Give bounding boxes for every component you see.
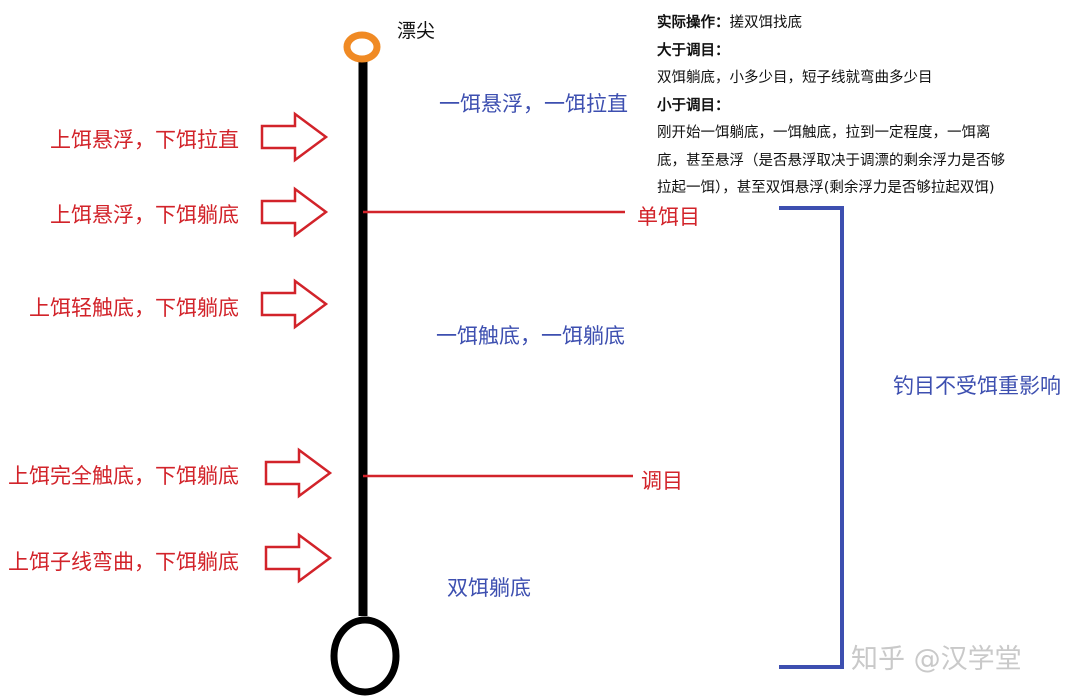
zone-label-bottom: 双饵躺底 [447,576,531,600]
float-tip-ring [343,31,381,63]
notes-actual-label: 实际操作： [657,15,730,31]
notes-less-label: 小于调目： [657,97,730,114]
notes-less-line-2: 底，甚至悬浮（是否悬浮取决于调漂的剩余浮力是否够 [657,152,1005,169]
left-label-1: 上饵悬浮，下饵拉直 [50,128,239,152]
tuning-mark-label: 调目 [641,469,683,493]
bracket-label: 钓目不受饵重影响 [893,374,1061,398]
arrow-4 [264,447,333,499]
arrow-1 [260,111,329,163]
zone-label-middle: 一饵触底，一饵躺底 [436,324,625,348]
notes-block: 实际操作：搓双饵找底 大于调目： 双饵躺底，小多少目，短子线就弯曲多少目 小于调… [657,10,1072,203]
left-label-5: 上饵子线弯曲，下饵躺底 [8,550,239,574]
float-tip-label: 漂尖 [397,20,436,42]
blue-bracket [779,206,844,669]
left-label-2: 上饵悬浮，下饵躺底 [50,203,239,227]
watermark: 知乎 @汉学堂 [851,644,1022,675]
arrow-5 [264,532,333,584]
single-bait-mark-label: 单饵目 [637,205,700,229]
notes-greater-text: 双饵躺底，小多少目，短子线就弯曲多少目 [657,70,933,86]
notes-actual-line: 实际操作：搓双饵找底 [657,10,1072,38]
notes-greater-label: 大于调目： [657,42,730,59]
notes-actual-text: 搓双饵找底 [729,15,803,31]
arrow-2 [260,186,329,238]
notes-less-line-3: 拉起一饵），甚至双饵悬浮(剩余浮力是否够拉起双饵) [657,180,995,196]
zone-label-top: 一饵悬浮，一饵拉直 [439,92,628,116]
left-label-3: 上饵轻触底，下饵躺底 [29,296,239,320]
float-body-oval [330,616,400,696]
arrow-3 [260,278,329,330]
left-label-4: 上饵完全触底，下饵躺底 [8,464,239,488]
notes-less-line-1: 刚开始一饵躺底，一饵触底，拉到一定程度，一饵离 [657,125,991,141]
